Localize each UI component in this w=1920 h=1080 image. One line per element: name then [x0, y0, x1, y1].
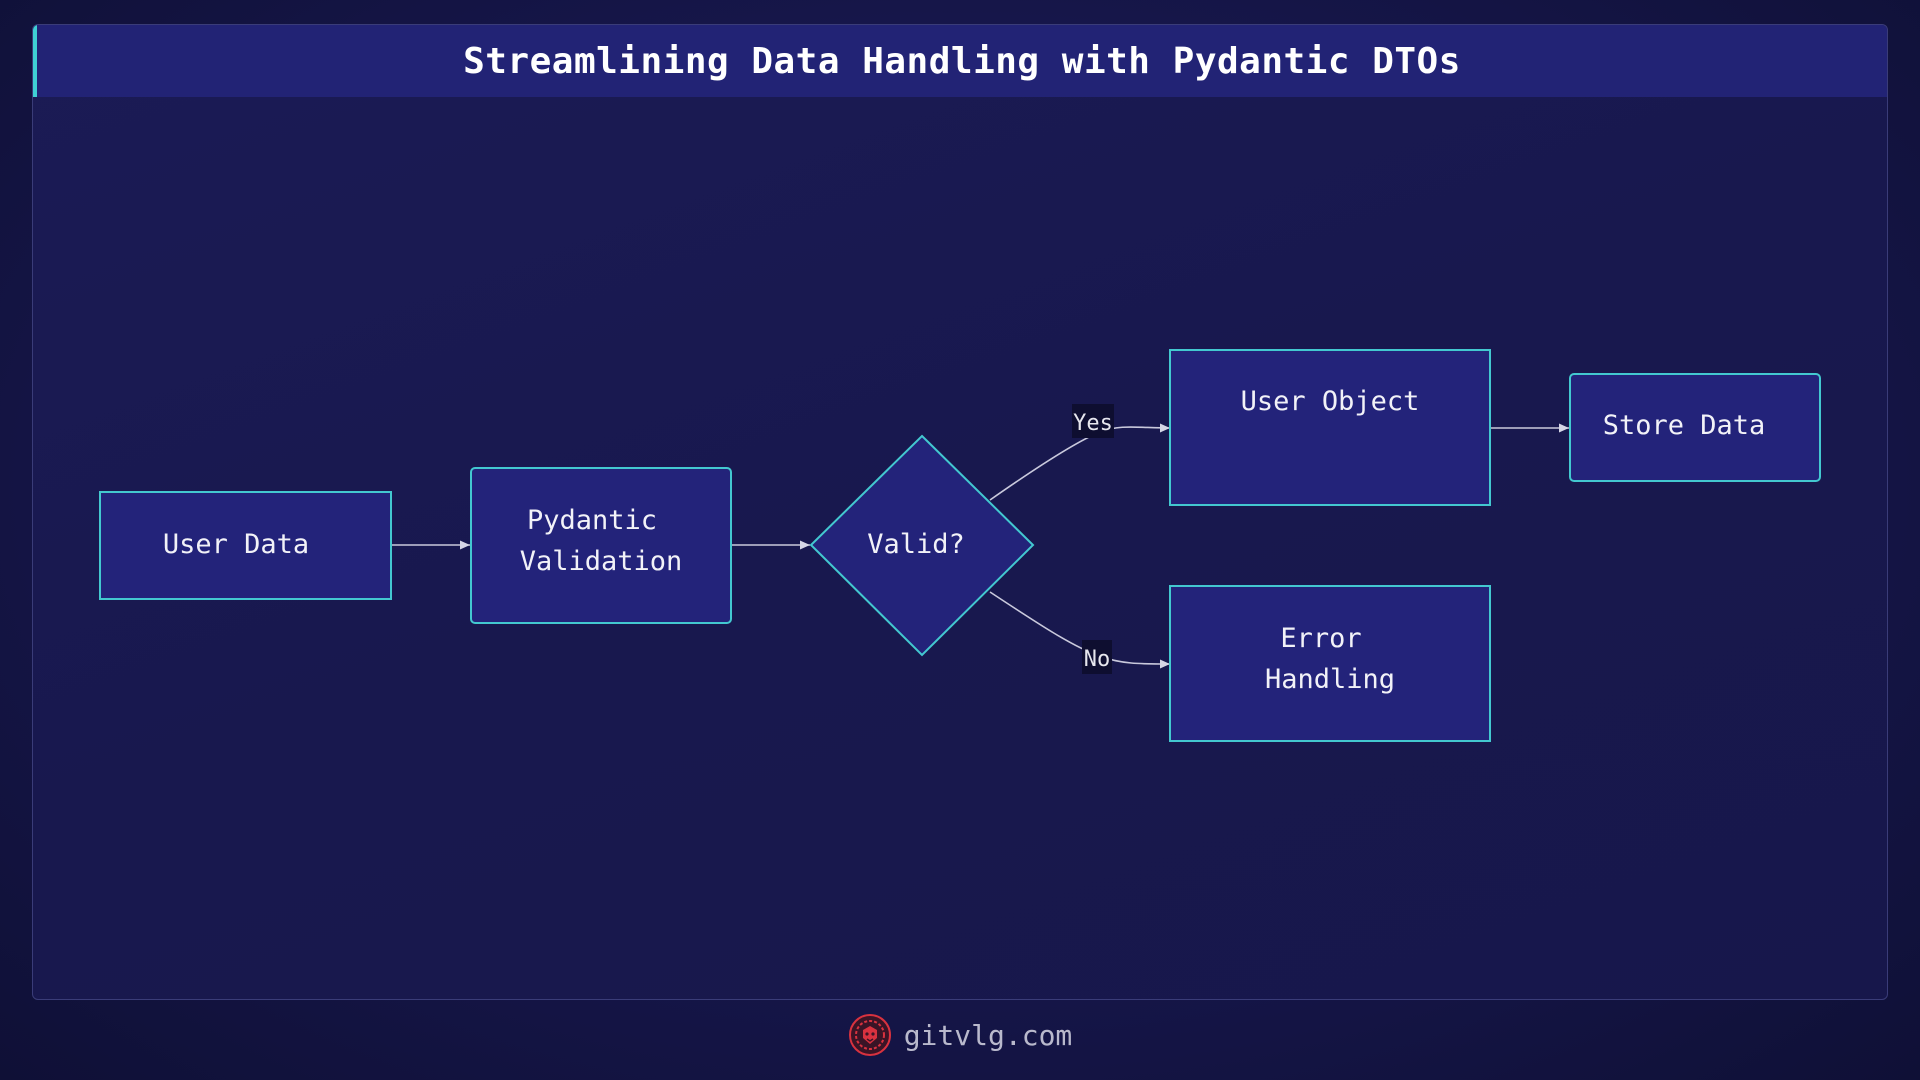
no-label: No: [1084, 647, 1111, 672]
title-bar: Streamlining Data Handling with Pydantic…: [33, 25, 1887, 97]
node-valid-label: Valid?: [867, 529, 965, 560]
node-store-data-label: Store Data: [1603, 410, 1766, 441]
edge-valid-no-to-error-handling: [989, 591, 1171, 669]
diagram-title: Streamlining Data Handling with Pydantic…: [463, 40, 1461, 82]
footer: gitvlg.com: [0, 1010, 1920, 1060]
node-pydantic-validation-line1: Pydantic: [527, 505, 657, 536]
lion-logo-icon: [848, 1014, 891, 1056]
node-error-handling-line1: Error: [1280, 623, 1361, 654]
node-pydantic-validation: Pydantic Validation: [470, 467, 732, 624]
node-user-data: User Data: [99, 491, 392, 600]
yes-label: Yes: [1073, 411, 1113, 436]
node-error-handling-line2: Handling: [1265, 664, 1395, 695]
edge-label-no: No: [1082, 640, 1112, 674]
node-valid-decision: Valid?: [809, 434, 1035, 657]
node-pydantic-validation-line2: Validation: [520, 546, 683, 577]
node-user-object: User Object: [1169, 349, 1491, 506]
node-store-data: Store Data: [1569, 373, 1821, 482]
footer-site-link[interactable]: gitvlg.com: [903, 1018, 1073, 1052]
edge-label-yes: Yes: [1072, 404, 1114, 438]
node-user-data-label: User Data: [163, 529, 309, 560]
node-error-handling: Error Handling: [1169, 585, 1491, 742]
node-user-object-label: User Object: [1241, 386, 1420, 417]
